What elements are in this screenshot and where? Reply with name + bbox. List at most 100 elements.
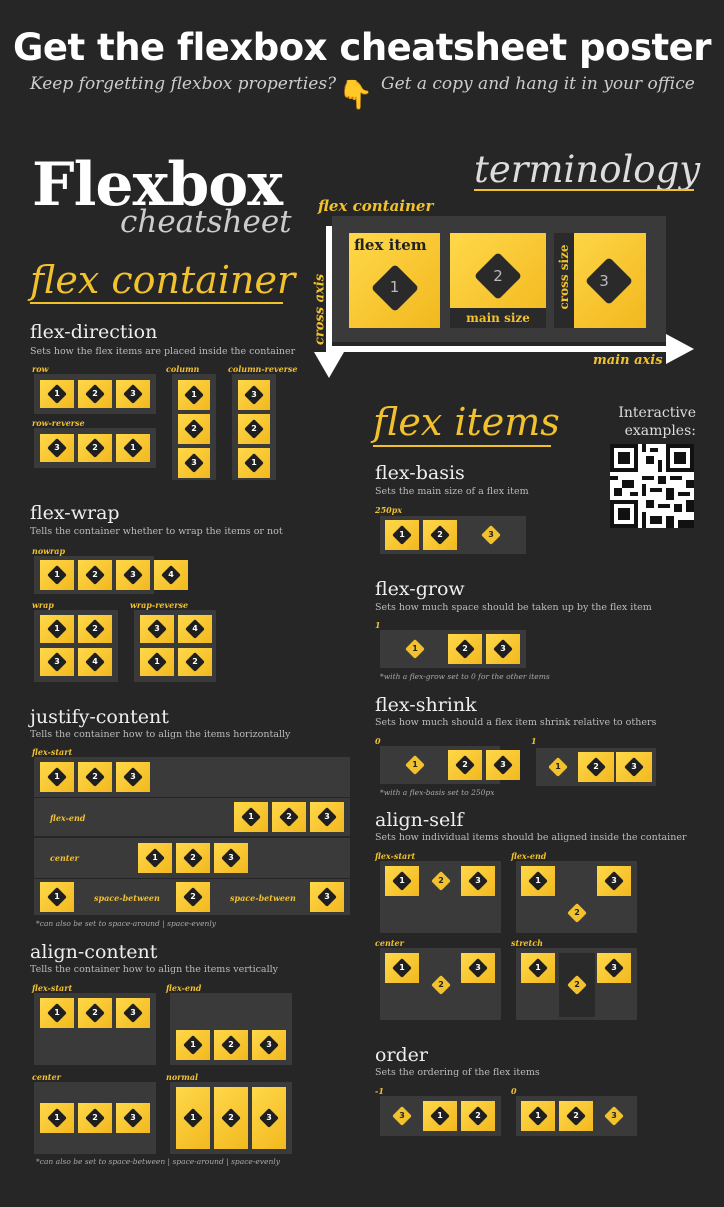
flex-wrap-desc: Tells the container whether to wrap the … (30, 526, 283, 537)
flex-item-2: 2 (559, 898, 595, 928)
flex-item-1: 1 (385, 750, 445, 780)
flex-item-number: 3 (130, 1008, 136, 1017)
flex-item-number: 3 (130, 570, 136, 579)
flex-item-1: 1 (40, 615, 74, 643)
label-jc-space-between-1: space-between (94, 893, 160, 903)
flex-item-number: 2 (92, 389, 98, 398)
flex-item-3: 3 (310, 882, 344, 912)
flex-item-number: 3 (130, 389, 136, 398)
flex-item-number: 3 (266, 1113, 272, 1122)
flex-item-1: 1 (40, 380, 74, 408)
flex-item-number: 1 (412, 644, 418, 653)
flex-item-number: 1 (555, 762, 561, 771)
poster-subtitle-left: Keep forgetting flexbox properties? (30, 74, 337, 94)
label-row-reverse: row-reverse (32, 418, 85, 428)
flex-item-3: 3 (461, 866, 495, 896)
label-ac-flex-start: flex-start (32, 983, 73, 993)
terminology-heading: terminology (474, 148, 701, 191)
flex-item-2: 2 (448, 634, 482, 664)
flex-item-number: 2 (192, 657, 198, 666)
flex-item-number: 3 (191, 458, 197, 467)
interactive-examples-label: Interactive examples: (618, 405, 696, 439)
flex-item-number: 2 (228, 1040, 234, 1049)
label-as-flex-end: flex-end (511, 851, 547, 861)
flex-item-1: 1 (40, 762, 74, 792)
flex-item-number: 4 (168, 570, 174, 579)
flex-item-1: 1 (178, 380, 210, 410)
label-as-flex-start: flex-start (375, 851, 416, 861)
flex-item-3: 3 (116, 762, 150, 792)
flex-item-3: 3 (178, 448, 210, 478)
qr-code-icon[interactable] (610, 444, 694, 528)
flex-item-2: 2 (78, 615, 112, 643)
flex-item-number: 3 (611, 876, 617, 885)
flex-item-number: 2 (92, 443, 98, 452)
flex-item-1: 1 (385, 634, 445, 664)
flex-item-2: 2 (559, 1101, 593, 1131)
flex-item-2: 2 (214, 1030, 248, 1060)
justify-content-title: justify-content (30, 706, 169, 728)
flex-item-number: 1 (154, 657, 160, 666)
term-cross-size-label: cross size (557, 244, 571, 310)
flex-item-1: 1 (423, 1101, 457, 1131)
flex-direction-desc: Sets how the flex items are placed insid… (30, 346, 296, 357)
justify-content-desc: Tells the container how to align the ite… (30, 729, 291, 740)
flex-container-underline (30, 302, 283, 304)
cross-axis-line (326, 226, 332, 354)
flex-item-number: 1 (152, 853, 158, 862)
flex-item-2: 2 (578, 752, 614, 782)
flex-item-number: 1 (190, 1113, 196, 1122)
flex-items-heading: flex items (373, 400, 560, 444)
flex-item-2: 2 (176, 882, 210, 912)
poster-title[interactable]: Get the flexbox cheatsheet poster (12, 26, 712, 69)
label-wrap: wrap (32, 600, 54, 610)
flex-item-3: 3 (461, 953, 495, 983)
flex-basis-desc: Sets the main size of a flex item (375, 486, 529, 497)
flex-item-number: 2 (286, 812, 292, 821)
flex-item-number: 1 (251, 458, 257, 467)
align-content-note: *can also be set to space-between | spac… (36, 1157, 280, 1166)
flex-item-number: 3 (130, 1113, 136, 1122)
label-row: row (32, 364, 49, 374)
flex-item-number: 3 (324, 892, 330, 901)
flex-item-number: 2 (573, 1111, 579, 1120)
flex-shrink-note: *with a flex-basis set to 250px (380, 788, 495, 797)
flex-item-3: 3 (40, 434, 74, 462)
label-column-reverse: column-reverse (228, 364, 298, 374)
flex-item-3: 3 (310, 802, 344, 832)
flex-item-2: 2 (423, 866, 459, 896)
flex-item-2: 2 (559, 953, 595, 1017)
label-jc-space-between-2: space-between (230, 893, 296, 903)
flex-item-1: 1 (521, 866, 555, 896)
flex-item-number: 2 (92, 624, 98, 633)
flex-item-number: 1 (54, 892, 60, 901)
flex-item-number: 2 (92, 570, 98, 579)
label-jc-flex-start: flex-start (32, 747, 73, 757)
flex-item-number: 1 (399, 530, 405, 539)
brand-subtitle: cheatsheet (120, 204, 292, 240)
flex-item-number: 3 (324, 812, 330, 821)
flex-item-number: 1 (191, 390, 197, 399)
flex-grow-title: flex-grow (375, 578, 465, 600)
flex-item-2: 2 (214, 1087, 248, 1149)
flex-item-number: 1 (54, 624, 60, 633)
flex-item-number: 2 (92, 772, 98, 781)
flex-item-1: 1 (40, 998, 74, 1028)
flex-item-4: 4 (178, 615, 212, 643)
flex-item-number: 3 (611, 1111, 617, 1120)
flex-item-3: 3 (252, 1030, 286, 1060)
pointing-hand-icon: 👇 (338, 78, 373, 111)
flex-item-3: 3 (116, 560, 150, 590)
flex-item-number: 2 (475, 1111, 481, 1120)
flex-item-number: 4 (92, 657, 98, 666)
flex-item-1: 1 (385, 866, 419, 896)
flex-item-number: 3 (631, 762, 637, 771)
term-main-size-label: main size (450, 308, 546, 328)
label-as-stretch: stretch (511, 938, 543, 948)
flex-item-1: 1 (140, 648, 174, 676)
label-grow-1: 1 (375, 620, 381, 630)
flex-item-3: 3 (616, 752, 652, 782)
flex-item-1: 1 (138, 843, 172, 873)
flex-item-number: 2 (462, 760, 468, 769)
flex-items-underline (373, 445, 551, 447)
